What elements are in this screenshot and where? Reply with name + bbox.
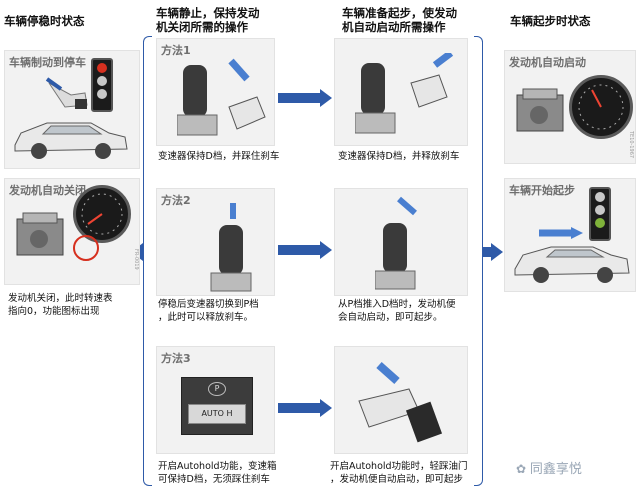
autohold-console: P AUTO H (181, 377, 253, 435)
method2-keep-panel: 方法2 (156, 188, 275, 296)
right-pointer-arrow (491, 243, 503, 261)
method3-keep-caption-line2: 可保持D档，无须踩住刹车 (158, 474, 270, 485)
method2-start-caption-line2: 会自动启动，即可起步。 (338, 312, 443, 323)
col3-header-line2: 机自动启动所需操作 (342, 20, 446, 34)
method1-keep-caption: 变速器保持D档，并踩住刹车 (158, 151, 280, 162)
foot-on-accelerator-icon (358, 362, 443, 443)
watermark-text: 同鑫享悦 (529, 462, 582, 477)
wechat-logo-icon: ✿ (516, 462, 530, 476)
left-caption-line2: 指向0，功能图标出现 (8, 306, 100, 317)
method2-start-caption-line1: 从P档推入D档时，发动机便 (338, 299, 456, 310)
method3-start-panel (334, 346, 468, 454)
panel-engine-auto-off: 发动机自动关闭 FR-0019 (4, 178, 140, 285)
method3-start-caption-line1: 开启Autohold功能时，轻踩油门 (330, 461, 468, 472)
panel-braking-stop-label: 车辆制动到停车 (9, 56, 86, 69)
wechat-watermark: ✿ 同鑫享悦 (516, 458, 582, 477)
col2-header-line1: 车辆静止，保持发动 (156, 6, 260, 20)
method2-start-panel (334, 188, 468, 296)
gear-lever-park-icon (210, 203, 252, 292)
method3-arrow-bar (278, 403, 320, 413)
left-bracket (143, 36, 152, 486)
tachometer-running-icon (569, 75, 633, 139)
panel-engine-auto-off-label: 发动机自动关闭 (9, 184, 86, 197)
method1-start-caption: 变速器保持D档，并释放刹车 (338, 151, 460, 162)
col3-header-line1: 车辆准备起步，使发动 (342, 6, 457, 20)
method1-label: 方法1 (161, 44, 191, 57)
panel-engine-auto-start-label: 发动机自动启动 (509, 56, 586, 69)
panel-vehicle-starts: 车辆开始起步 (504, 178, 636, 292)
right-bracket (474, 36, 483, 486)
method1-arrow-bar (278, 93, 320, 103)
parking-brake-icon: P (208, 382, 226, 396)
right-pointer-bar (482, 247, 492, 257)
method1-arrow-head (320, 89, 332, 107)
col2-header-line2: 机关闭所需的操作 (156, 20, 248, 34)
method1-keep-panel: 方法1 (156, 38, 275, 146)
method3-arrow-head (320, 399, 332, 417)
gear-lever-brake-icon (177, 58, 266, 136)
method3-start-caption-line2: ，发动机便自动启动，即可起步 (330, 474, 464, 485)
gear-lever-release-icon (355, 53, 454, 134)
method3-keep-caption-line1: 开启Autohold功能，变速箱 (158, 461, 277, 472)
method3-keep-panel: 方法3 P AUTO H (156, 346, 275, 454)
method3-label: 方法3 (161, 352, 191, 365)
engine-icon (16, 212, 64, 256)
panel-engine-auto-start: 发动机自动启动 TE10-1967 (504, 50, 636, 164)
method2-label: 方法2 (161, 194, 191, 207)
panel-braking-stop: 车辆制动到停车 (4, 50, 140, 169)
left-caption-line1: 发动机关闭，此时转速表 (8, 293, 113, 304)
suv-moving-icon (514, 227, 630, 283)
method2-arrow-bar (278, 245, 320, 255)
col1-header: 车辆停稳时状态 (4, 14, 85, 28)
method2-keep-caption-line2: ，此时可以释放刹车。 (158, 312, 254, 323)
method2-arrow-head (320, 241, 332, 259)
suv-car-icon (14, 122, 128, 159)
highlight-circle-icon (73, 235, 99, 261)
method2-keep-caption-line1: 停稳后变速器切换到P档 (158, 299, 259, 310)
traffic-light-icon (91, 58, 113, 112)
method1-start-panel (334, 38, 468, 146)
col4-header: 车辆起步时状态 (510, 14, 591, 28)
gear-lever-drive-icon (375, 196, 417, 290)
foot-on-brake-icon (45, 77, 88, 109)
autohold-button[interactable]: AUTO H (188, 404, 246, 424)
engine-running-icon (516, 88, 564, 132)
tachometer-icon (73, 185, 131, 243)
panel-vehicle-starts-label: 车辆开始起步 (509, 184, 575, 197)
green-traffic-light-icon (589, 187, 611, 241)
